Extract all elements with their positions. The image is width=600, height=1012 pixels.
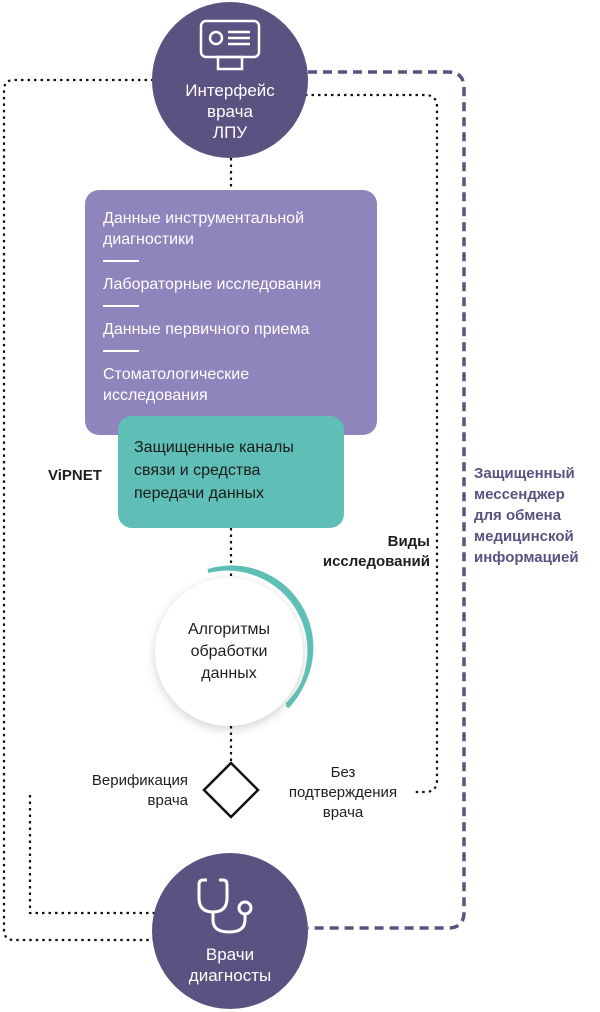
data-item-dental: Стоматологические исследования [103, 366, 250, 404]
verification-connector [28, 795, 160, 915]
vipnet-label: ViPNET [48, 467, 102, 484]
decision-diamond [202, 761, 260, 819]
diagnosticians-node: Врачи диагносты [152, 853, 308, 1009]
doctor-interface-node: Интерфейс врача ЛПУ [152, 2, 308, 158]
messenger-connector [308, 70, 466, 930]
data-item-primary: Данные первичного приема [103, 321, 310, 338]
verification-label: Верификация врача [91, 772, 188, 809]
data-separator [103, 305, 139, 307]
doctor-interface-label: Интерфейс врача ЛПУ [185, 80, 275, 142]
no-confirmation-label: Без подтверждения врача [288, 764, 398, 821]
diagnosticians-label: Врачи диагносты [188, 945, 272, 985]
data-item-instrumental: Данные инструментальной диагностики [103, 210, 305, 248]
study-data-box: Данные инструментальной диагностики Лабо… [85, 190, 377, 435]
data-separator [103, 260, 139, 262]
algorithms-label: Алгоритмы обработки данных [187, 621, 271, 682]
study-types-connector [305, 93, 439, 794]
left-loop-connector [2, 78, 160, 942]
secure-channels-box: Защищенные каналы связи и средства перед… [118, 416, 344, 528]
stethoscope-icon [197, 878, 253, 934]
monitor-icon [199, 19, 261, 70]
messenger-label: Защищенный мессенджер для обмена медицин… [474, 465, 579, 566]
data-separator [103, 350, 139, 352]
data-item-laboratory: Лабораторные исследования [103, 276, 322, 293]
study-types-label: Виды исследований [322, 533, 430, 570]
